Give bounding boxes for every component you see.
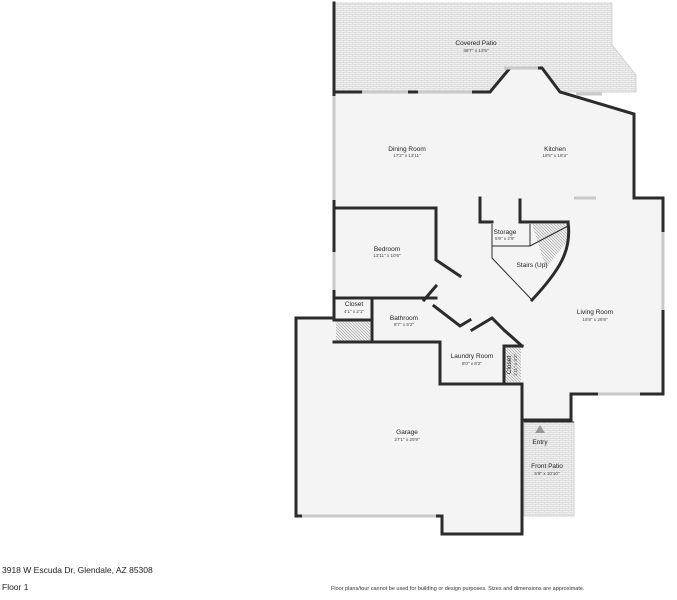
floor-plan: Covered Patio 36'7" x 13'5" Dining Room … — [294, 1, 665, 536]
closet-2-label: Closet — [506, 356, 513, 375]
laundry-room-label: Laundry Room — [451, 353, 494, 360]
covered-patio-label: Covered Patio — [455, 40, 497, 47]
living-room-dim: 16'8" x 26'8" — [582, 317, 608, 322]
bedroom-label: Bedroom — [374, 246, 400, 253]
garage-dim: 27'1" x 25'9" — [394, 437, 420, 442]
storage-dim: 5'9" x 2'9" — [495, 236, 515, 241]
dining-room-dim: 17'2" x 13'11" — [393, 153, 421, 158]
entry-label: Entry — [532, 439, 548, 446]
closet-1-dim: 4'1" x 2'1" — [344, 309, 364, 314]
garage-label: Garage — [396, 429, 418, 436]
closet-1-hatch — [336, 320, 370, 342]
entry-arrow-icon — [535, 425, 545, 433]
storage-label: Storage — [494, 229, 517, 236]
living-room-label: Living Room — [577, 309, 613, 316]
covered-patio-dim: 36'7" x 13'5" — [463, 48, 489, 53]
closet-1-label: Closet — [345, 301, 364, 308]
closet-2-hatch — [505, 346, 521, 382]
bathroom-dim: 8'7" x 5'2" — [394, 322, 414, 327]
front-patio-area — [523, 421, 575, 517]
stairs-hatch — [532, 224, 568, 268]
front-patio-label: Front Patio — [531, 463, 563, 470]
stairs-label: Stairs (Up) — [516, 262, 547, 269]
laundry-room-dim: 8'0" x 8'2" — [462, 361, 482, 366]
property-address: 3918 W Escuda Dr, Glendale, AZ 85308 — [2, 565, 153, 575]
dining-room-label: Dining Room — [388, 146, 426, 153]
floor-label: Floor 1 — [2, 582, 29, 592]
closet-2-dim: 1'11" x 4'3" — [513, 353, 518, 376]
disclaimer-text: Floor plans/tour cannot be used for buil… — [331, 586, 585, 592]
interior-walls — [332, 196, 574, 423]
kitchen-dim: 18'5" x 18'3" — [542, 153, 568, 158]
windows — [302, 66, 665, 518]
bedroom-dim: 13'11" x 10'6" — [373, 253, 401, 258]
kitchen-label: Kitchen — [544, 146, 566, 153]
front-patio-dim: 5'9" x 10'10" — [534, 471, 560, 476]
bathroom-label: Bathroom — [390, 315, 418, 322]
house-floor — [296, 68, 663, 534]
